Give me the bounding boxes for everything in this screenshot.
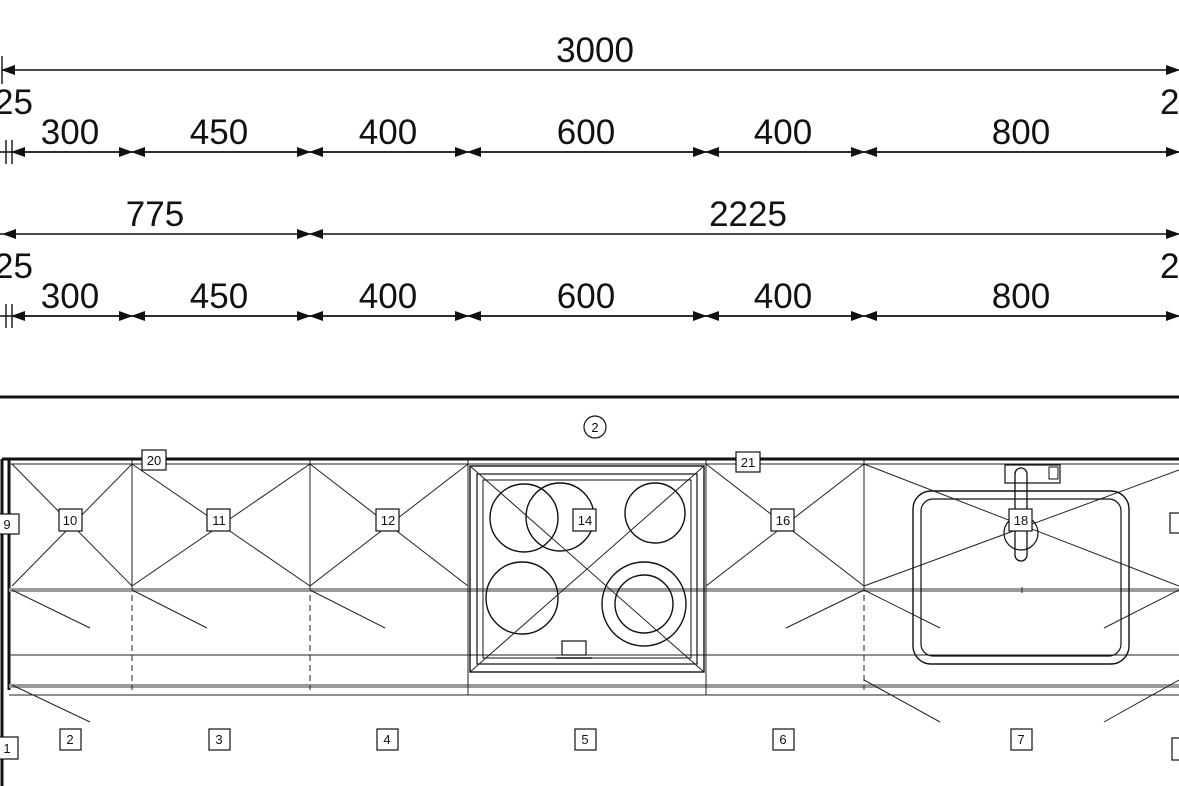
dimension-overall: 3000 [1, 31, 1179, 84]
tag-partial-right [1169, 512, 1179, 534]
tag-5: 5 [574, 728, 597, 751]
burner-4 [485, 561, 559, 635]
svg-text:4: 4 [383, 732, 390, 747]
tag-7: 7 [1010, 728, 1033, 751]
svg-text:20: 20 [147, 453, 161, 468]
dim-label-row3-1: 300 [41, 277, 99, 316]
dim-label-row1-7: 25 [1160, 83, 1179, 122]
tag-16: 16 [770, 508, 795, 532]
dim-label-row2-1: 2225 [709, 195, 787, 234]
svg-text:10: 10 [63, 513, 77, 528]
cabinet-plan [0, 457, 1179, 786]
svg-text:18: 18 [1014, 513, 1028, 528]
burner-1 [489, 483, 559, 553]
dim-label-row1-1: 300 [41, 113, 99, 152]
tag-3: 3 [208, 728, 231, 751]
dim-label-row3-0: 25 [0, 247, 33, 286]
lower-tags: 1 2 3 4 5 6 7 [0, 728, 1179, 761]
tag-10: 10 [58, 508, 83, 532]
tag-20: 20 [141, 449, 167, 471]
svg-text:11: 11 [212, 513, 226, 528]
dim-label-row2-0: 775 [126, 195, 184, 234]
dim-label-row1-3: 400 [359, 113, 417, 152]
dim-label-row3-7: 25 [1160, 247, 1179, 286]
burner-5-inner [614, 574, 674, 634]
burner-5 [601, 561, 687, 647]
dim-label-row3-3: 400 [359, 277, 417, 316]
svg-text:16: 16 [776, 513, 790, 528]
svg-text:7: 7 [1017, 732, 1024, 747]
dim-label-row3-5: 400 [754, 277, 812, 316]
dim-label-row1-5: 400 [754, 113, 812, 152]
tag-11: 11 [206, 508, 231, 532]
tag-circle-2: 2 [583, 415, 607, 439]
dim-label-row1-2: 450 [190, 113, 248, 152]
cooktop [469, 465, 705, 673]
tag-2: 2 [59, 728, 82, 751]
tag-4: 4 [376, 728, 399, 751]
dim-label-row3-2: 450 [190, 277, 248, 316]
svg-text:21: 21 [741, 455, 755, 470]
dim-label-row3-4: 600 [557, 277, 615, 316]
burner-3 [624, 482, 686, 544]
sink [912, 464, 1130, 665]
dim-label-row1-0: 25 [0, 83, 33, 122]
svg-text:12: 12 [381, 513, 395, 528]
control-knob [561, 640, 587, 656]
svg-text:9: 9 [3, 517, 10, 532]
svg-text:2: 2 [591, 420, 598, 435]
tag-6: 6 [772, 728, 795, 751]
dim-label-row1-4: 600 [557, 113, 615, 152]
tag-14: 14 [572, 508, 597, 532]
dimension-row-1: 25 300 450 400 600 400 800 25 [0, 83, 1179, 164]
svg-text:3: 3 [215, 732, 222, 747]
dim-label-row3-6: 800 [992, 277, 1050, 316]
svg-text:1: 1 [3, 741, 10, 756]
svg-text:2: 2 [66, 732, 73, 747]
tag-18: 18 [1008, 508, 1033, 532]
svg-text:5: 5 [581, 732, 588, 747]
tag-partial-right-lower [1171, 737, 1179, 761]
dimension-row-2: 775 2225 [0, 195, 1179, 239]
dim-label-row1-6: 800 [992, 113, 1050, 152]
faucet-base [1004, 464, 1061, 484]
tag-9: 9 [0, 513, 20, 535]
tag-12: 12 [375, 508, 400, 532]
svg-text:6: 6 [779, 732, 786, 747]
dimension-row-3: 25 300 450 400 600 400 800 25 [0, 247, 1179, 328]
upper-tags: 9 10 11 12 14 16 18 20 21 [0, 449, 1179, 535]
tag-1: 1 [0, 736, 19, 760]
svg-text:14: 14 [578, 513, 592, 528]
dim-label-overall: 3000 [556, 31, 634, 70]
tag-21: 21 [735, 451, 761, 473]
